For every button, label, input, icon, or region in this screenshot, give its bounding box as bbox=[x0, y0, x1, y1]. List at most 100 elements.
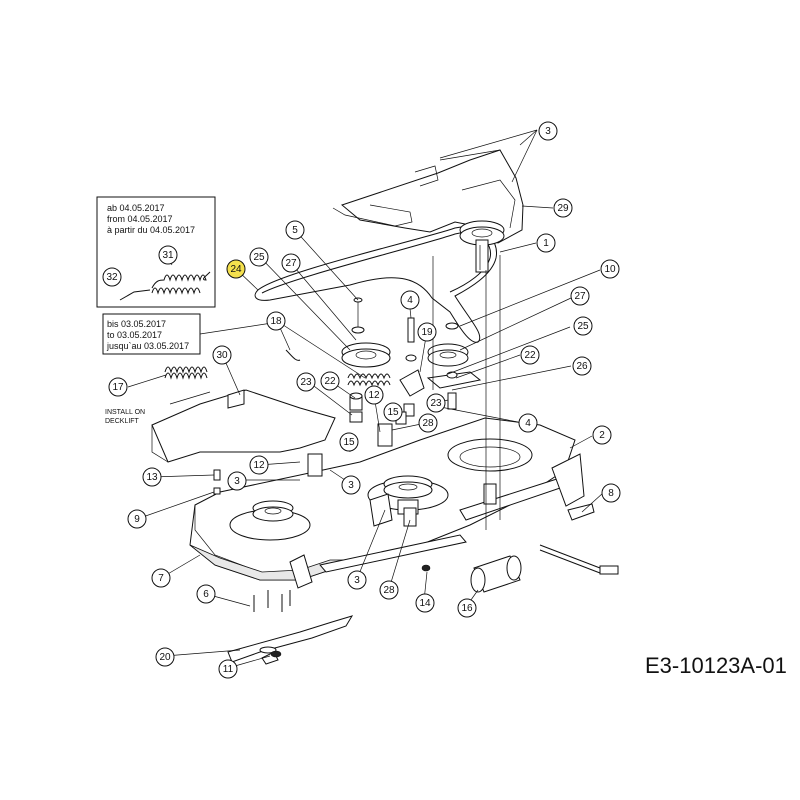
callout-15: 15 bbox=[383, 402, 403, 422]
callout-26: 26 bbox=[572, 356, 592, 376]
roller-16 bbox=[470, 555, 522, 593]
callout-label: 25 bbox=[253, 252, 265, 263]
idler-arm-26 bbox=[426, 371, 482, 389]
callout-27: 27 bbox=[570, 286, 590, 306]
callout-10: 10 bbox=[600, 259, 620, 279]
spring-17 bbox=[164, 366, 208, 380]
note-line-2: from 04.05.2017 bbox=[107, 214, 173, 224]
callout-label: 3 bbox=[348, 480, 354, 491]
callout-31: 31 bbox=[158, 245, 178, 265]
note-line-3: à partir du 04.05.2017 bbox=[107, 225, 195, 235]
spring-18 bbox=[285, 349, 391, 387]
idler-bracket-19 bbox=[399, 317, 425, 397]
callout-20: 20 bbox=[155, 647, 175, 667]
idler-pulley-25 bbox=[341, 297, 391, 368]
callout-24: 24 bbox=[226, 259, 246, 279]
install-note: INSTALL ON DECKLIFT bbox=[105, 409, 145, 425]
callout-7: 7 bbox=[151, 568, 171, 588]
small-hardware bbox=[213, 411, 497, 658]
callout-30: 30 bbox=[212, 345, 232, 365]
callout-25: 25 bbox=[249, 247, 269, 267]
callout-label: 9 bbox=[134, 514, 140, 525]
callout-label: 8 bbox=[608, 488, 614, 499]
callout-label: 29 bbox=[557, 203, 569, 214]
callout-label: 6 bbox=[203, 589, 209, 600]
callout-label: 27 bbox=[574, 291, 586, 302]
callout-4: 4 bbox=[518, 413, 538, 433]
callout-label: 2 bbox=[599, 430, 605, 441]
install-line-1: INSTALL ON bbox=[105, 409, 145, 416]
callout-label: 23 bbox=[430, 398, 442, 409]
callout-32: 32 bbox=[102, 267, 122, 287]
callout-label: 4 bbox=[525, 418, 531, 429]
callout-4: 4 bbox=[400, 290, 420, 310]
callout-label: 16 bbox=[461, 603, 473, 614]
callout-label: 4 bbox=[407, 295, 413, 306]
deck-pulley-left bbox=[252, 500, 294, 522]
callout-label: 10 bbox=[604, 264, 616, 275]
callout-12: 12 bbox=[364, 385, 384, 405]
callout-label: 25 bbox=[577, 321, 589, 332]
bracket-28-front bbox=[289, 493, 393, 589]
idler-pulley-27 bbox=[427, 322, 469, 367]
drive-belt bbox=[254, 226, 497, 343]
callout-label: 14 bbox=[419, 598, 431, 609]
part-callouts: 3291102725222642831322425275419181730222… bbox=[102, 121, 621, 679]
callout-23: 23 bbox=[296, 372, 316, 392]
callout-label: 3 bbox=[545, 126, 551, 137]
callout-label: 5 bbox=[292, 225, 298, 236]
callout-label: 30 bbox=[216, 350, 228, 361]
spring-31 bbox=[119, 271, 211, 301]
callout-label: 17 bbox=[112, 382, 124, 393]
callout-3: 3 bbox=[227, 471, 247, 491]
callout-2: 2 bbox=[592, 425, 612, 445]
callout-13: 13 bbox=[142, 467, 162, 487]
callout-label: 20 bbox=[159, 652, 171, 663]
callout-25: 25 bbox=[573, 316, 593, 336]
callout-9: 9 bbox=[127, 509, 147, 529]
callout-28: 28 bbox=[379, 580, 399, 600]
old-spring-note: bis 03.05.2017 to 03.05.2017 jusqu`au 03… bbox=[106, 319, 189, 351]
main-pulley-1 bbox=[459, 220, 505, 273]
callout-label: 12 bbox=[253, 460, 265, 471]
callout-22: 22 bbox=[320, 371, 340, 391]
callout-label: 19 bbox=[421, 327, 433, 338]
callout-label: 12 bbox=[368, 390, 380, 401]
new-spring-note: ab 04.05.2017 from 04.05.2017 à partir d… bbox=[107, 203, 195, 235]
callout-label: 31 bbox=[162, 250, 174, 261]
callout-5: 5 bbox=[285, 220, 305, 240]
callout-12: 12 bbox=[249, 455, 269, 475]
callout-label: 13 bbox=[146, 472, 158, 483]
callout-3: 3 bbox=[347, 570, 367, 590]
callout-label: 27 bbox=[285, 258, 297, 269]
callout-23: 23 bbox=[426, 393, 446, 413]
callout-22: 22 bbox=[520, 345, 540, 365]
callout-6: 6 bbox=[196, 584, 216, 604]
callout-label: 11 bbox=[223, 664, 234, 675]
callout-18: 18 bbox=[266, 311, 286, 331]
callout-label: 23 bbox=[300, 377, 312, 388]
callout-label: 3 bbox=[234, 476, 240, 487]
spacers bbox=[349, 392, 457, 423]
callout-label: 28 bbox=[383, 585, 395, 596]
spring-note-box-new bbox=[96, 196, 216, 308]
note-line-4: bis 03.05.2017 bbox=[107, 319, 166, 329]
callout-label: 24 bbox=[230, 264, 242, 275]
callout-15: 15 bbox=[339, 432, 359, 452]
callout-label: 32 bbox=[106, 272, 118, 283]
callout-27: 27 bbox=[281, 253, 301, 273]
callout-label: 3 bbox=[354, 575, 360, 586]
callout-label: 15 bbox=[387, 407, 399, 418]
callout-19: 19 bbox=[417, 322, 437, 342]
lift-linkage bbox=[319, 453, 619, 575]
callout-14: 14 bbox=[415, 593, 435, 613]
callout-11: 11 bbox=[218, 659, 238, 679]
callout-1: 1 bbox=[536, 233, 556, 253]
note-line-6: jusqu`au 03.05.2017 bbox=[106, 341, 189, 351]
mower-blade-20 bbox=[227, 615, 354, 665]
belt-cover bbox=[332, 149, 524, 244]
callout-8: 8 bbox=[601, 483, 621, 503]
callout-label: 28 bbox=[422, 418, 434, 429]
note-line-1: ab 04.05.2017 bbox=[107, 203, 165, 213]
